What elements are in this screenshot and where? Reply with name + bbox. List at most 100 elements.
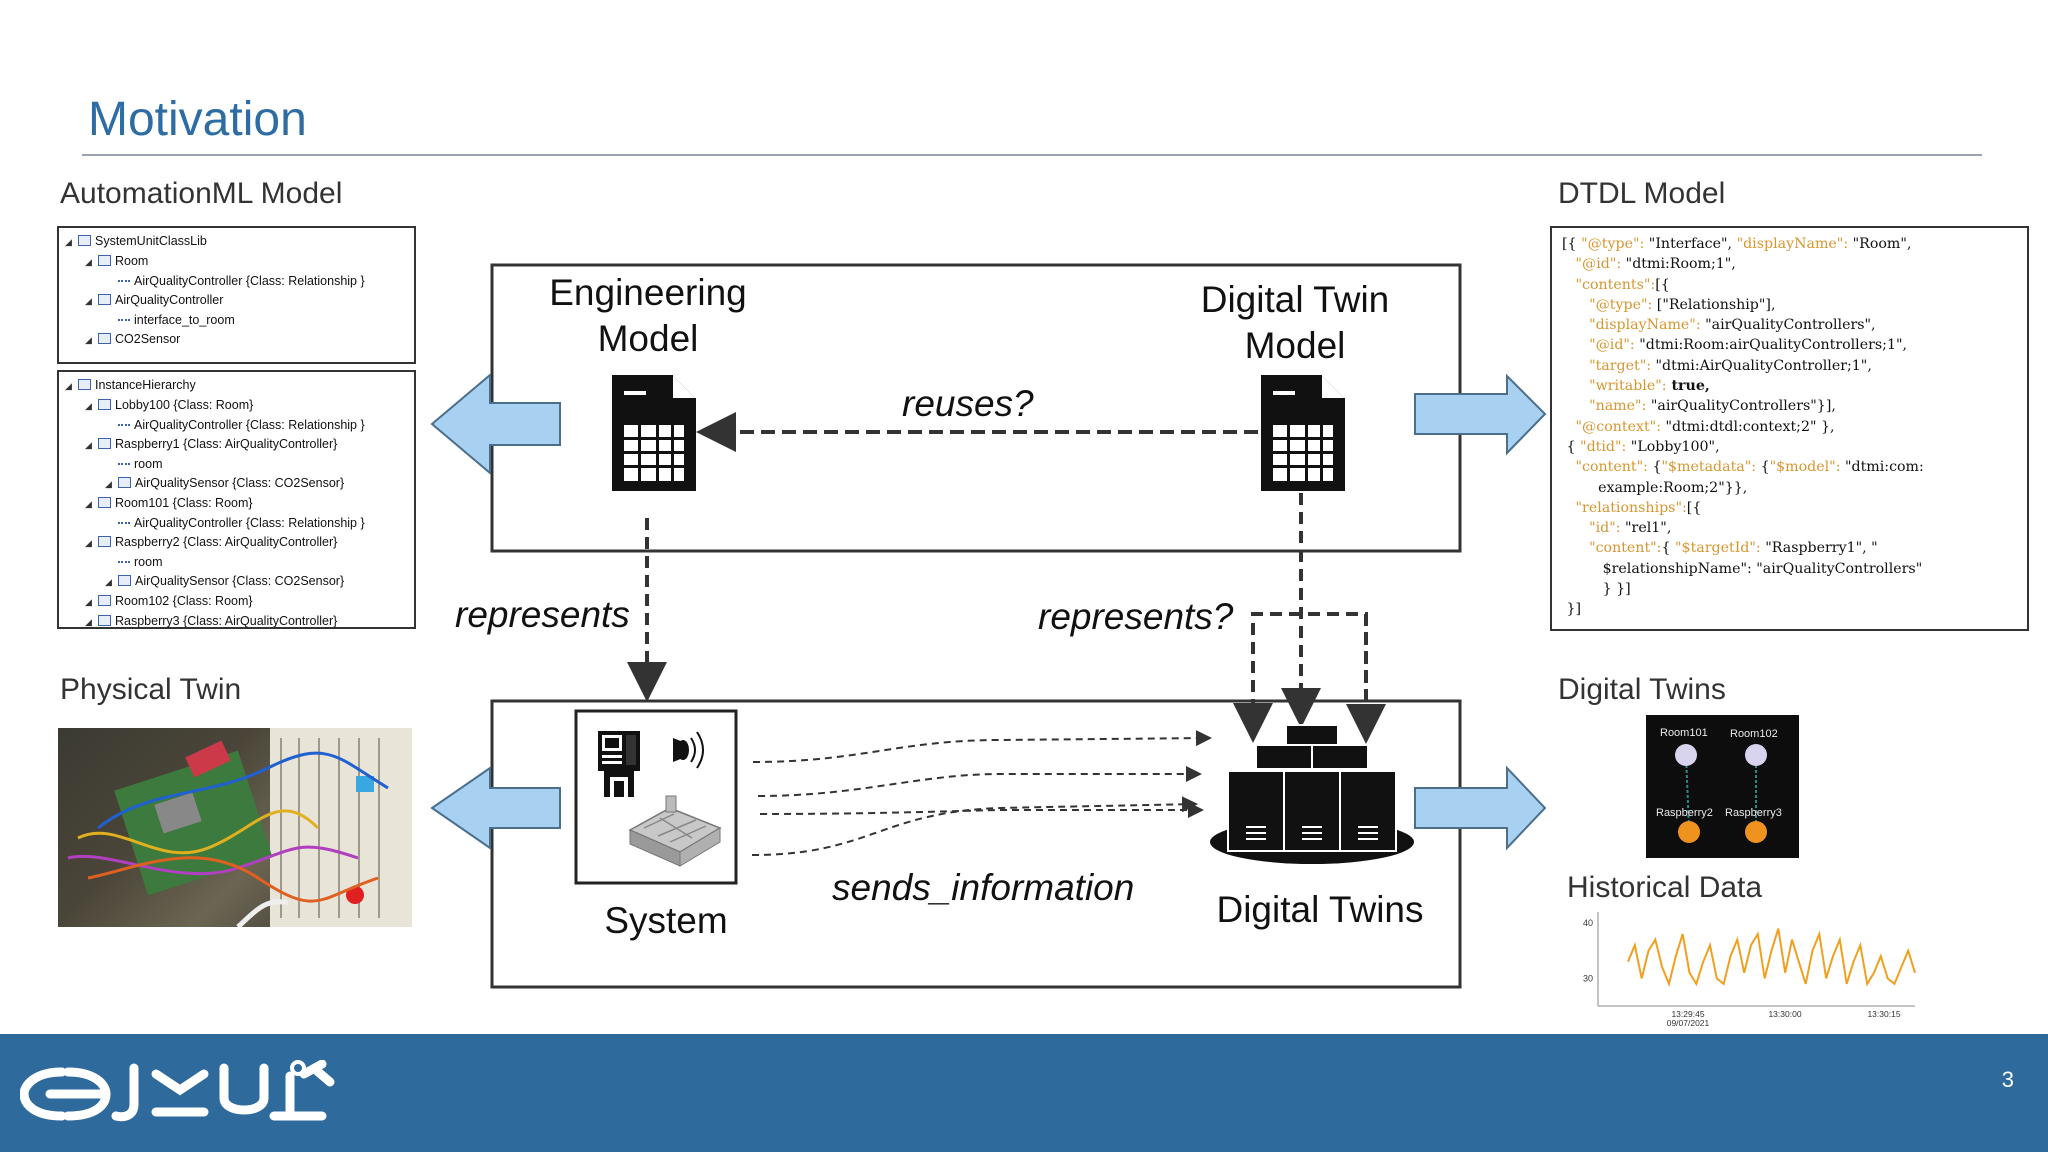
- historical-data-label: Historical Data: [1567, 871, 1763, 904]
- class-icon: [98, 255, 111, 266]
- relation-icon: [118, 516, 130, 524]
- code-line: "content": {"$metadata": {"$model": "dtm…: [1575, 459, 1924, 476]
- code-line: "@id": "dtmi:Room:airQualityControllers;…: [1589, 337, 1908, 354]
- code-line: "displayName": "airQualityControllers",: [1589, 317, 1876, 334]
- tree-node-label: interface_to_room: [134, 313, 235, 327]
- class-icon: [98, 294, 111, 305]
- building-floorplan-icon: [628, 795, 722, 867]
- tree-node-label: Room102 {Class: Room}: [115, 594, 253, 608]
- relation-icon: [118, 274, 130, 282]
- represents-question-label: represents?: [1038, 596, 1234, 637]
- class-icon: [98, 438, 111, 449]
- tree-node[interactable]: room: [65, 455, 408, 474]
- tree-node[interactable]: ◢ InstanceHierarchy: [65, 376, 408, 396]
- code-line: "target": "dtmi:AirQualityController;1",: [1589, 357, 1872, 374]
- class-icon: [118, 477, 131, 488]
- y-tick-label: 40: [1583, 918, 1593, 928]
- arrow-right-to-dtdl: [1414, 373, 1547, 456]
- raspberry3-node: [1745, 821, 1767, 843]
- sends-information-label: sends_information: [832, 867, 1135, 908]
- expand-triangle-icon: ◢: [85, 296, 92, 306]
- tree-node[interactable]: ◢ Room101 {Class: Room}: [65, 494, 408, 514]
- code-line: "id": "rel1",: [1589, 520, 1672, 537]
- title-divider: [82, 154, 1982, 156]
- tree-node-label: AirQualitySensor {Class: CO2Sensor}: [135, 476, 345, 490]
- room102-label: Room102: [1730, 728, 1778, 740]
- tree-node[interactable]: ◢ Room: [65, 252, 408, 272]
- tree-node-label: Raspberry2 {Class: AirQualityController}: [115, 535, 338, 549]
- relation-icon: [118, 555, 130, 563]
- x-tick-label: 13:30:00: [1768, 1009, 1801, 1019]
- tree-node[interactable]: AirQualityController {Class: Relationshi…: [65, 416, 408, 435]
- x-tick-label: 13:29:45: [1671, 1009, 1704, 1019]
- digital-twins-label: Digital Twins: [1558, 673, 1726, 706]
- code-line: "name": "airQualityControllers"}],: [1589, 398, 1836, 415]
- represents-label: represents: [455, 594, 630, 635]
- expand-triangle-icon: ◢: [85, 499, 92, 509]
- engineering-model-label: Engineering Model: [549, 272, 747, 359]
- tree-node[interactable]: ◢AirQualityController: [65, 291, 408, 311]
- code-line: "contents":[{: [1575, 276, 1670, 293]
- tree-node-label: room: [134, 555, 163, 569]
- expand-triangle-icon: ◢: [105, 577, 112, 587]
- tree-node-label: InstanceHierarchy: [95, 378, 196, 392]
- raspberry3-label: Raspberry3: [1725, 807, 1782, 819]
- room101-label: Room101: [1660, 727, 1708, 739]
- expand-triangle-icon: ◢: [65, 381, 72, 391]
- expand-triangle-icon: ◢: [85, 257, 92, 267]
- system-label: System: [604, 900, 728, 941]
- system-layer-box: [490, 699, 1462, 989]
- y-tick-label: 30: [1583, 973, 1593, 983]
- x-date-label: 09/07/2021: [1667, 1018, 1710, 1028]
- expand-triangle-icon: ◢: [85, 440, 92, 450]
- tree-node-label: Raspberry3 {Class: AirQualityController}: [115, 614, 338, 628]
- dtdl-code-panel: [{ "@type": "Interface", "displayName": …: [1550, 226, 2029, 631]
- raspberry2-node: [1678, 821, 1700, 843]
- class-icon: [98, 595, 111, 606]
- aml-model-label: AutomationML Model: [60, 177, 343, 210]
- relation-icon: [118, 457, 130, 465]
- tree-node[interactable]: AirQualityController {Class: Relationshi…: [65, 514, 408, 533]
- aml-instance-hierarchy-tree: ◢InstanceHierarchy◢Lobby100 {Class: Room…: [57, 370, 416, 629]
- jku-logo: [20, 1060, 335, 1122]
- tree-node[interactable]: room: [65, 553, 408, 572]
- digital-twins-graph: Room101 Room102 Raspberry2 Raspberry3: [1646, 715, 1799, 858]
- expand-triangle-icon: ◢: [85, 597, 92, 607]
- class-icon: [98, 497, 111, 508]
- class-icon: [98, 399, 111, 410]
- tree-node[interactable]: ◢AirQualitySensor {Class: CO2Sensor}: [65, 474, 408, 494]
- digital-twins-diagram-label: Digital Twins: [1216, 889, 1424, 930]
- digital-twin-model-document-icon: [1261, 375, 1345, 491]
- class-icon: [98, 615, 111, 626]
- expand-triangle-icon: ◢: [65, 237, 72, 247]
- tree-node[interactable]: ◢ Room102 {Class: Room}: [65, 592, 408, 612]
- tree-node-label: Room101 {Class: Room}: [115, 496, 253, 510]
- class-icon: [78, 379, 91, 390]
- tree-node[interactable]: interface_to_room: [65, 311, 408, 330]
- code-line: "@type": ["Relationship"],: [1589, 296, 1776, 313]
- tree-node-label: Lobby100 {Class: Room}: [115, 398, 254, 412]
- code-line: "content":{ "$targetId": "Raspberry1", ": [1589, 540, 1878, 557]
- tree-node[interactable]: ◢Lobby100 {Class: Room}: [65, 396, 408, 416]
- x-tick-label: 13:30:15: [1867, 1009, 1900, 1019]
- page-number: 3: [2001, 1067, 2014, 1092]
- code-line: "relationships":[{: [1575, 499, 1702, 516]
- class-icon: [118, 575, 131, 586]
- represents-q-edges: [1233, 493, 1386, 744]
- room101-node: [1675, 744, 1697, 766]
- tree-node[interactable]: ◢CO2Sensor: [65, 330, 408, 350]
- class-icon: [78, 235, 91, 246]
- tree-node[interactable]: ◢Raspberry3 {Class: AirQualityController…: [65, 612, 408, 628]
- tree-node[interactable]: AirQualityController {Class: Relationshi…: [65, 272, 408, 291]
- expand-triangle-icon: ◢: [85, 335, 92, 345]
- sensor-signal-icon: [673, 731, 704, 769]
- code-line: "@id": "dtmi:Room;1",: [1575, 256, 1736, 273]
- tree-node[interactable]: ◢Raspberry2 {Class: AirQualityController…: [65, 533, 408, 553]
- tree-node[interactable]: ◢Raspberry1 {Class: AirQualityController…: [65, 435, 408, 455]
- tree-node-label: Room: [115, 254, 149, 268]
- tree-node[interactable]: ◢AirQualitySensor {Class: CO2Sensor}: [65, 572, 408, 592]
- code-line: "@context": "dtmi:dtdl:context;2" },: [1575, 418, 1835, 435]
- tree-node[interactable]: ◢SystemUnitClassLib: [65, 232, 408, 252]
